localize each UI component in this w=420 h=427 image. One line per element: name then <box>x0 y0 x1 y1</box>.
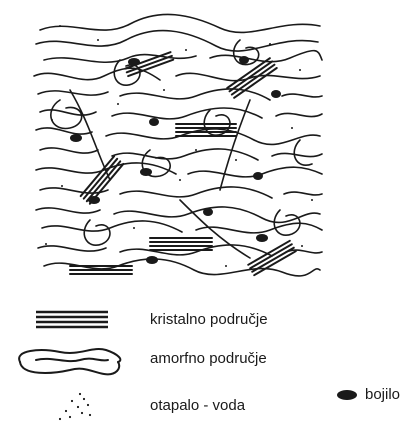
legend-solvent-label: otapalo - voda <box>150 397 245 415</box>
legend-solvent-symbol <box>59 393 91 420</box>
legend-dye-symbol <box>337 390 357 400</box>
fiber-structure-block <box>34 14 322 275</box>
legend-amorphous-label: amorfno područje <box>150 350 267 368</box>
legend-crystalline-label: kristalno područje <box>150 311 268 329</box>
legend-amorphous-symbol <box>19 349 120 374</box>
amorphous-chains <box>34 14 322 275</box>
legend-dye-label: bojilo <box>365 386 400 404</box>
legend-crystalline-symbol <box>36 312 108 327</box>
